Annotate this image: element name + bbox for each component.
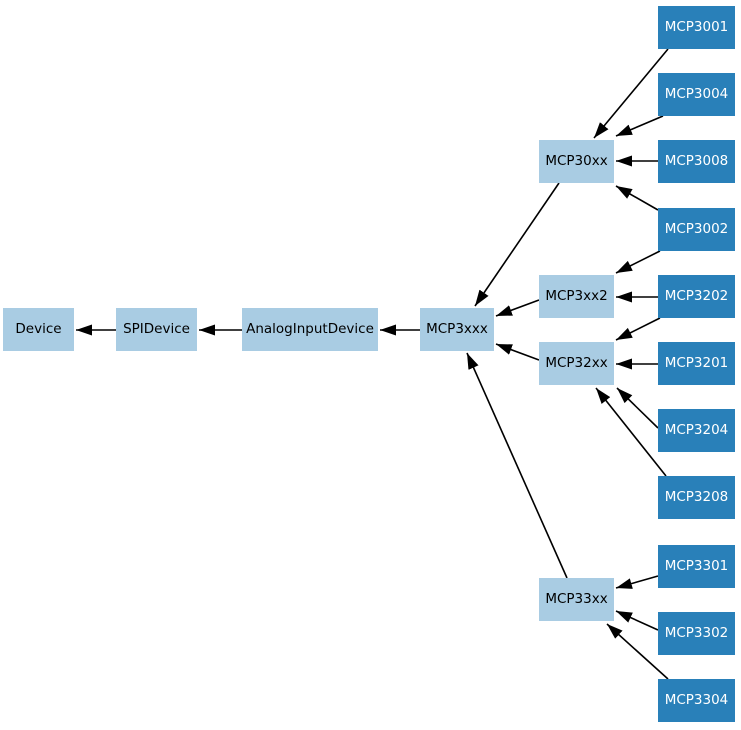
- node-device[interactable]: Device: [3, 308, 74, 351]
- node-label: MCP3302: [664, 624, 729, 641]
- node-label: MCP3004: [664, 85, 729, 102]
- node-mcp33xx[interactable]: MCP33xx: [539, 578, 614, 621]
- node-mcp3204[interactable]: MCP3204: [658, 409, 735, 452]
- node-mcp32xx[interactable]: MCP32xx: [539, 342, 614, 385]
- node-label: SPIDevice: [123, 320, 190, 337]
- edge-mcp3001-to-mcp30xx: [593, 48, 669, 139]
- node-label: Device: [15, 320, 62, 337]
- node-label: MCP3xxx: [426, 320, 488, 337]
- node-mcp3xx2[interactable]: MCP3xx2: [539, 275, 614, 318]
- node-spidevice[interactable]: SPIDevice: [116, 308, 197, 351]
- node-label: MCP3304: [664, 691, 729, 708]
- node-label: MCP3001: [664, 18, 729, 35]
- node-label: MCP3002: [664, 220, 729, 237]
- node-label: MCP3201: [664, 354, 729, 371]
- node-mcp3001[interactable]: MCP3001: [658, 6, 735, 49]
- edge-mcp3304-to-mcp33xx: [606, 623, 669, 680]
- edge-mcp33xx-to-mcp3xxx: [466, 352, 568, 579]
- edge-mcp3202-to-mcp32xx: [615, 317, 661, 341]
- node-mcp3002[interactable]: MCP3002: [658, 208, 735, 251]
- edge-mcp30xx-to-mcp3xxx: [474, 182, 560, 307]
- node-label: MCP3204: [664, 421, 729, 438]
- edge-mcp3004-to-mcp30xx: [615, 115, 664, 137]
- edge-mcp3002-to-mcp3xx2: [615, 250, 661, 274]
- edge-mcp3301-to-mcp33xx: [615, 575, 659, 589]
- node-mcp3202[interactable]: MCP3202: [658, 275, 735, 318]
- node-mcp3008[interactable]: MCP3008: [658, 140, 735, 183]
- node-mcp30xx[interactable]: MCP30xx: [539, 140, 614, 183]
- node-label: MCP3202: [664, 287, 729, 304]
- edge-group: [76, 48, 669, 680]
- edge-mcp3208-to-mcp32xx: [595, 387, 667, 477]
- node-label: MCP3301: [664, 557, 729, 574]
- node-label: MCP3xx2: [545, 287, 608, 304]
- node-mcp3xxx[interactable]: MCP3xxx: [420, 308, 494, 351]
- edge-mcp3xx2-to-mcp3xxx: [495, 299, 540, 317]
- edge-mcp3204-to-mcp32xx: [616, 387, 659, 429]
- node-mcp3208[interactable]: MCP3208: [658, 476, 735, 519]
- node-label: AnalogInputDevice: [246, 320, 374, 337]
- node-mcp3301[interactable]: MCP3301: [658, 545, 735, 588]
- node-mcp3201[interactable]: MCP3201: [658, 342, 735, 385]
- node-mcp3004[interactable]: MCP3004: [658, 73, 735, 116]
- node-label: MCP30xx: [545, 152, 608, 169]
- node-label: MCP32xx: [545, 354, 608, 371]
- node-label: MCP3008: [664, 152, 729, 169]
- node-label: MCP3208: [664, 488, 729, 505]
- edge-mcp3302-to-mcp33xx: [615, 610, 659, 631]
- edge-mcp3002-to-mcp30xx: [615, 185, 659, 211]
- node-label: MCP33xx: [545, 590, 608, 607]
- node-mcp3304[interactable]: MCP3304: [658, 679, 735, 722]
- node-analoginputdevice[interactable]: AnalogInputDevice: [242, 308, 378, 351]
- edge-mcp32xx-to-mcp3xxx: [495, 343, 540, 361]
- node-mcp3302[interactable]: MCP3302: [658, 612, 735, 655]
